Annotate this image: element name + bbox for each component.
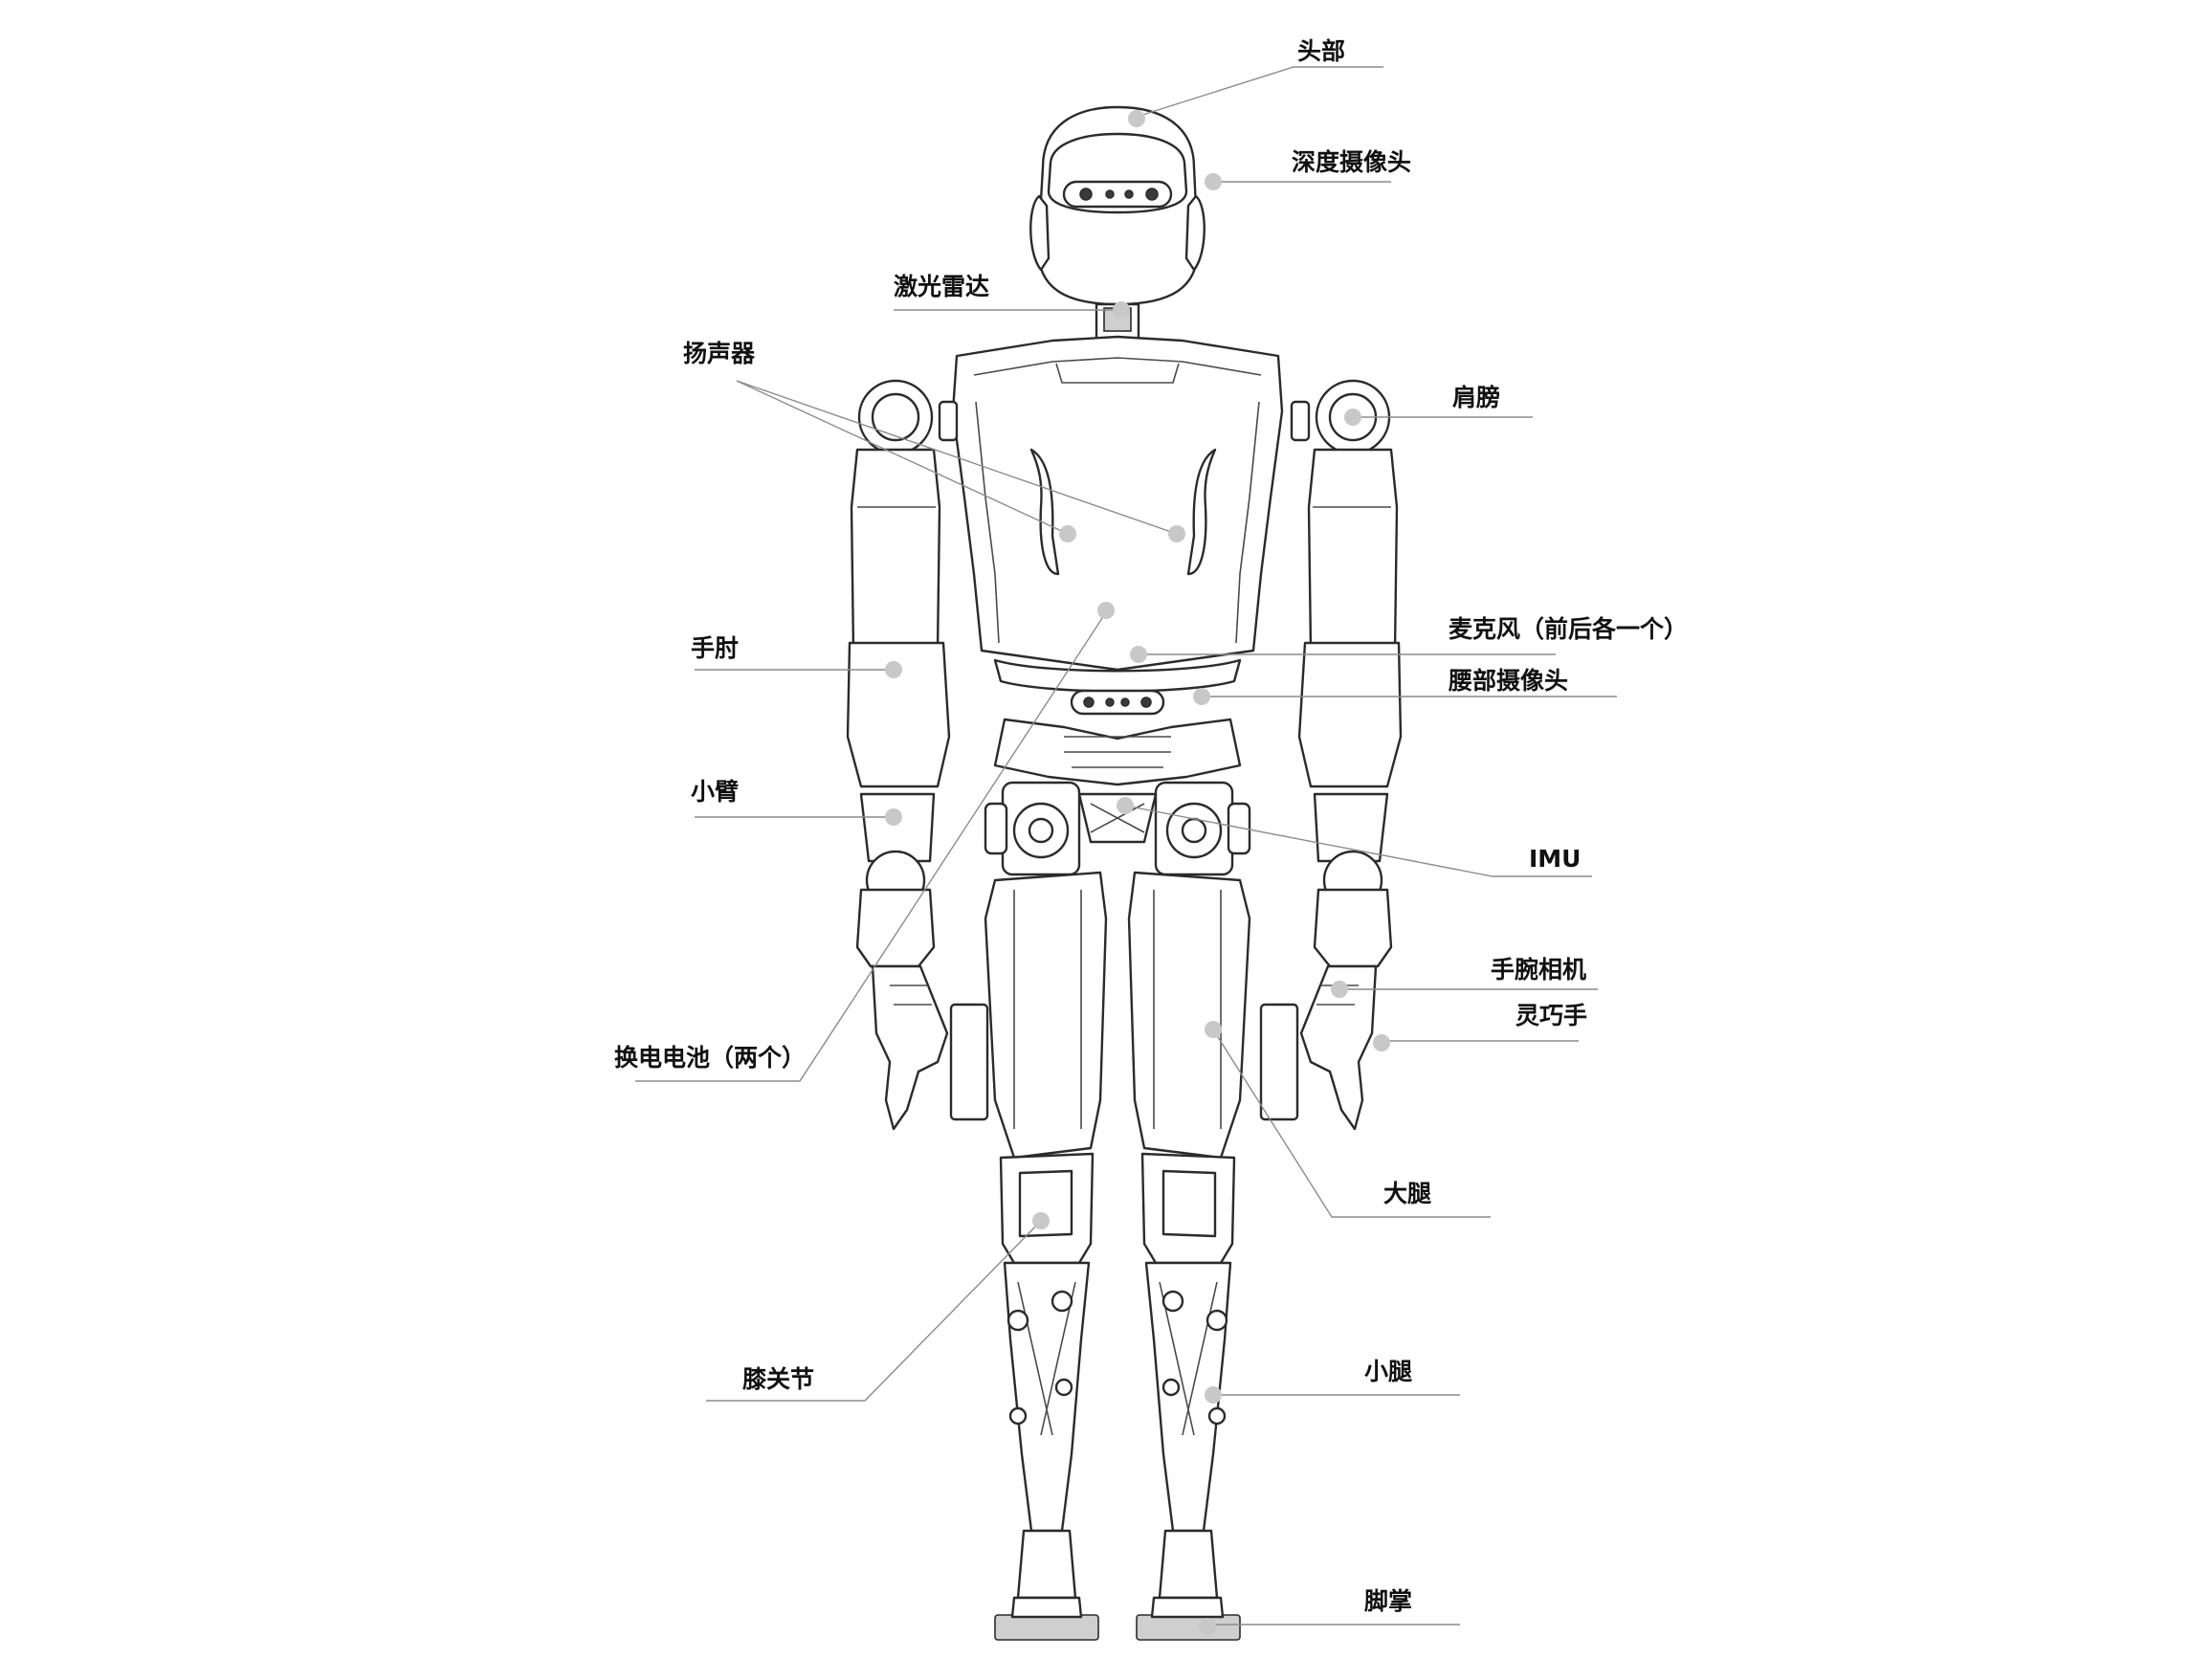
callout-foot: 脚掌 [1199,1587,1460,1635]
callout-lidar: 激光雷达 [894,273,1130,319]
callout-shoulder: 肩膀 [1344,384,1533,426]
label-microphone: 麦克风（前后各一个） [1449,615,1688,643]
callout-wrist-camera: 手腕相机 [1331,956,1598,998]
label-waist-camera: 腰部摄像头 [1448,667,1568,695]
callout-shank: 小腿 [1205,1358,1460,1404]
robot-right-leg [1127,871,1251,1641]
label-foot: 脚掌 [1364,1587,1412,1615]
label-battery: 换电电池（两个） [614,1044,806,1072]
label-thigh: 大腿 [1383,1180,1431,1207]
label-wrist-camera: 手腕相机 [1491,956,1586,984]
callout-waist-camera: 腰部摄像头 [1193,667,1617,705]
label-shank: 小腿 [1364,1358,1412,1385]
label-imu: IMU [1529,845,1581,873]
label-speaker: 扬声器 [683,340,756,367]
callout-dexterous-hand: 灵巧手 [1373,1002,1587,1051]
callout-forearm: 小臂 [691,778,902,826]
callout-battery: 换电电池（两个） [614,602,1115,1082]
robot-left-arm [846,379,989,1131]
callout-thigh: 大腿 [1205,1021,1491,1218]
label-dexterous-hand: 灵巧手 [1515,1002,1587,1029]
callout-speaker: 扬声器 [683,340,1185,542]
label-forearm: 小臂 [691,778,739,806]
callout-depth-camera: 深度摄像头 [1205,148,1411,190]
robot-head [1029,105,1206,341]
callout-elbow: 手肘 [691,634,902,678]
robot-illustration [846,105,1403,1641]
label-shoulder: 肩膀 [1452,384,1500,411]
callouts: 头部 深度摄像头 激光雷达 扬声器 肩膀 [614,37,1688,1635]
callout-microphone: 麦克风（前后各一个） [1130,615,1688,663]
label-knee: 膝关节 [742,1365,814,1393]
robot-right-arm [1259,379,1403,1131]
label-depth-camera: 深度摄像头 [1292,148,1411,176]
robot-left-leg [984,871,1108,1641]
callout-head: 头部 [1128,37,1383,127]
robot-torso [951,335,1284,876]
callout-knee: 膝关节 [706,1212,1050,1402]
label-lidar: 激光雷达 [894,273,989,300]
callout-imu: IMU [1117,797,1592,877]
label-elbow: 手肘 [691,634,739,662]
label-head: 头部 [1297,37,1345,65]
